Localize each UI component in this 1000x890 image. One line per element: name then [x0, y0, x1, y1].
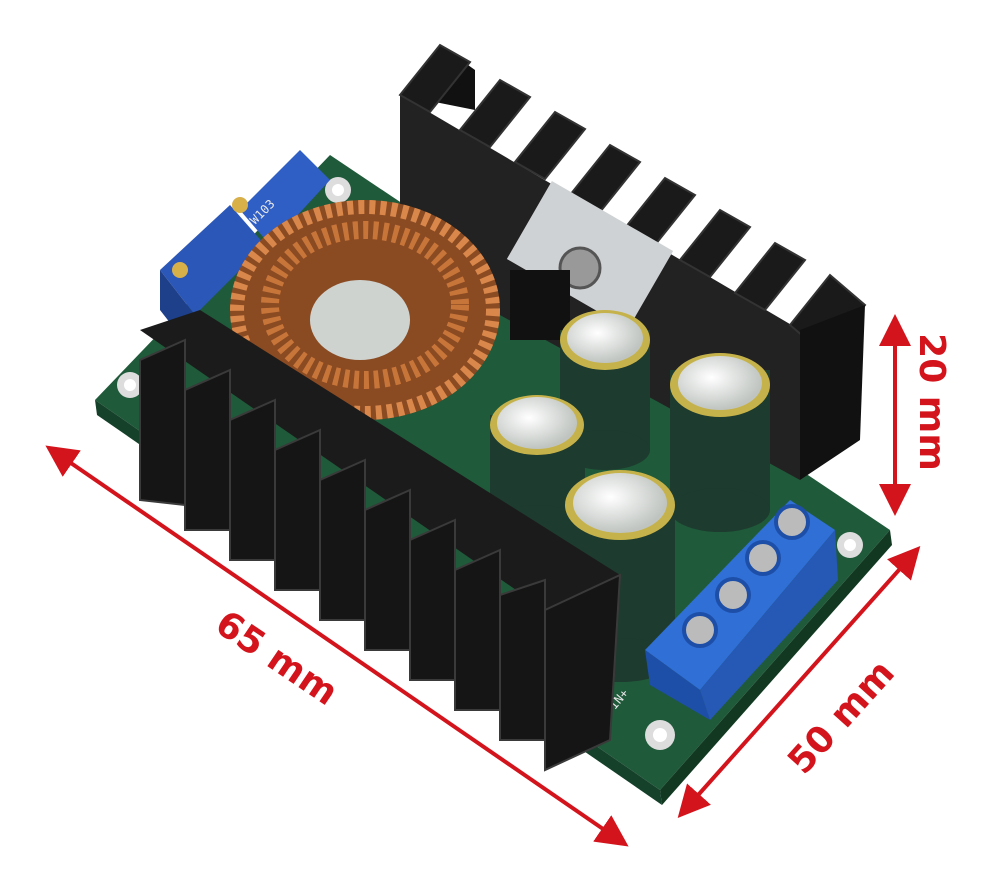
dimension-height: 20 mm	[879, 314, 952, 516]
height-label: 20 mm	[911, 333, 952, 471]
width-label: 50 mm	[780, 652, 903, 782]
potentiometers: W103	[160, 150, 330, 355]
back-heatsink	[398, 43, 867, 480]
toroid-inductor	[230, 200, 500, 420]
